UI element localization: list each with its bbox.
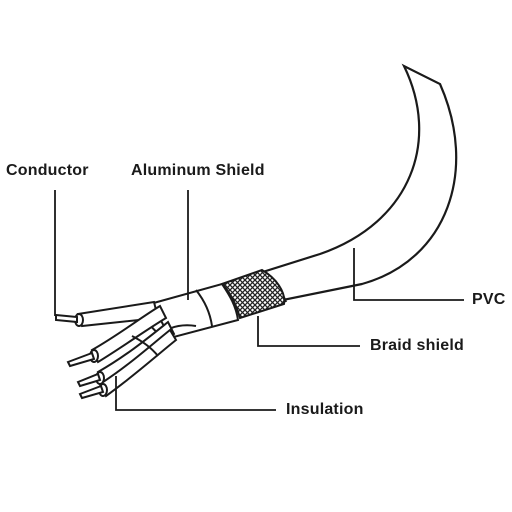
twisted-pair-wires xyxy=(66,304,178,400)
aluminum-shield-label: Aluminum Shield xyxy=(131,162,265,179)
leader-lines xyxy=(54,190,464,411)
braid-shield xyxy=(220,268,286,320)
insulation-leader xyxy=(115,376,276,411)
pvc-label: PVC xyxy=(472,291,506,308)
pvc-jacket xyxy=(247,63,458,303)
pvc-leader xyxy=(353,248,464,301)
conductor-label: Conductor xyxy=(6,162,89,179)
braid-shield-label: Braid shield xyxy=(370,337,464,354)
insulation-label: Insulation xyxy=(286,401,364,418)
braid-shield-leader xyxy=(257,316,360,347)
